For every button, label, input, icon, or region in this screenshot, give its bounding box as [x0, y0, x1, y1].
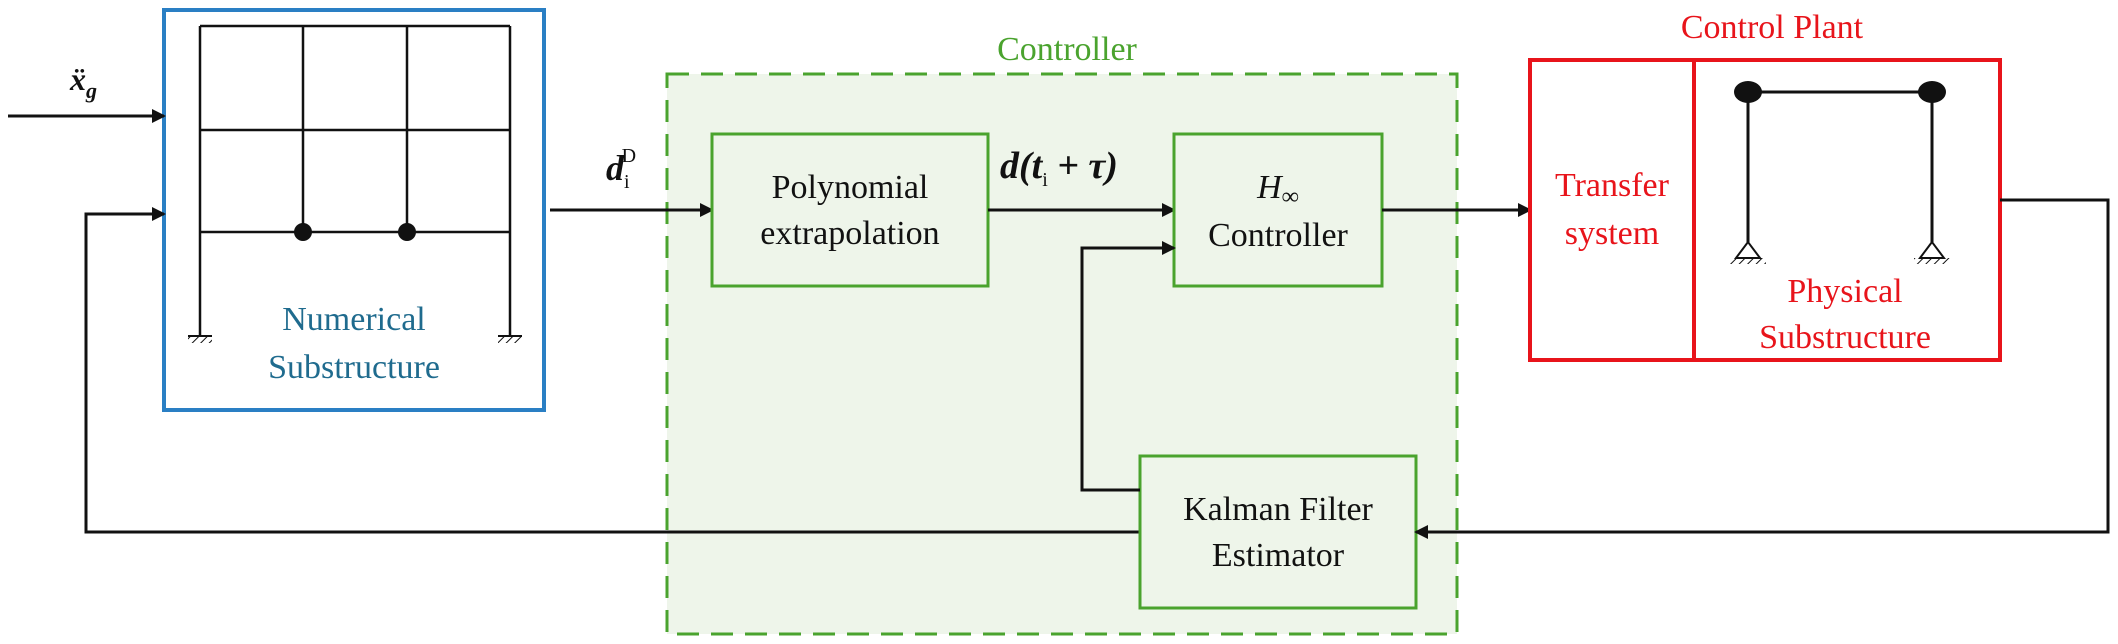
input-signal-label: ẍg: [69, 61, 97, 103]
numerical-substructure-block: Numerical Substructure: [162, 8, 546, 412]
polynomial-label-line1: Polynomial: [772, 169, 929, 206]
kalman-label-line2: Estimator: [1212, 537, 1345, 574]
hinf-symbol: H∞: [1256, 169, 1299, 210]
transfer-system-block: Transfer system: [1528, 58, 1696, 362]
numerical-label-line2: Substructure: [268, 349, 440, 386]
numerical-label-line1: Numerical: [282, 301, 426, 338]
polynomial-label-line2: extrapolation: [760, 215, 939, 252]
building-frame-icon: [198, 24, 512, 336]
physical-substructure-block: Physical Substructure: [1692, 58, 2002, 362]
kalman-filter-block: Kalman Filter Estimator: [1138, 454, 1418, 610]
polynomial-extrapolation-block: Polynomial extrapolation: [710, 132, 990, 288]
kalman-to-hinf-arrow: [1080, 241, 1176, 492]
feedback-to-numerical-arrow: [84, 207, 1140, 534]
hinf-controller-block: H∞ Controller: [1172, 132, 1384, 288]
transfer-label-line1: Transfer: [1555, 167, 1670, 204]
kalman-label-line1: Kalman Filter: [1183, 491, 1373, 528]
signal-di-label: diD: [606, 145, 636, 193]
physical-label-line1: Physical: [1787, 273, 1902, 310]
plant-to-kalman-arrow: [1414, 198, 2110, 539]
hinf-label-line2: Controller: [1208, 217, 1348, 254]
controller-group-title: Controller: [997, 31, 1137, 68]
physical-label-line2: Substructure: [1759, 319, 1931, 356]
transfer-label-line2: system: [1565, 215, 1659, 252]
signal-prediction-label: d(ti + τ): [1000, 145, 1118, 191]
control-plant-title: Control Plant: [1681, 9, 1864, 46]
portal-frame-icon: [1730, 81, 1950, 264]
